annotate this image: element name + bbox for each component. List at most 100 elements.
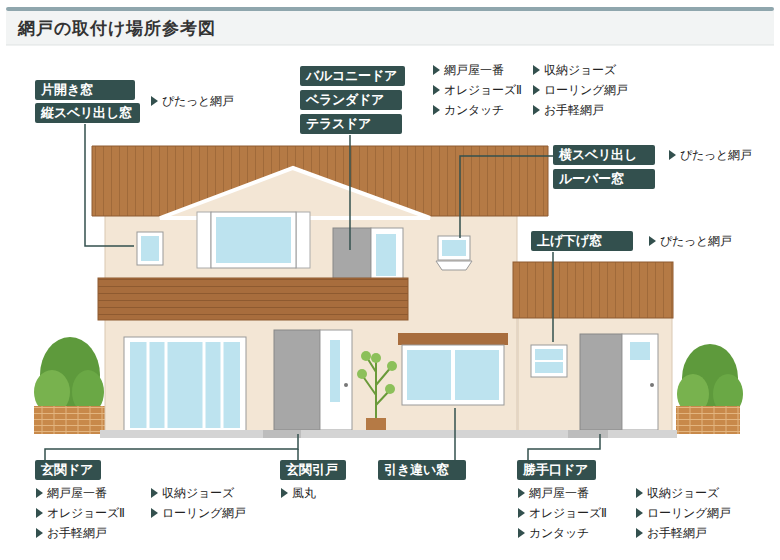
place-name: バルコニードア xyxy=(306,68,397,83)
product-label: ローリング網戸 xyxy=(150,505,246,521)
circle-shape xyxy=(357,369,367,379)
bullet-triangle xyxy=(36,488,43,498)
bullet-triangle xyxy=(533,65,540,75)
product-name: 網戸屋一番 xyxy=(529,486,589,500)
rect-shape xyxy=(622,334,658,430)
rect-shape xyxy=(518,316,672,431)
product-name: 風丸 xyxy=(292,486,316,500)
product-name: ローリング網戸 xyxy=(544,83,628,97)
path-shape xyxy=(528,434,600,460)
path-shape xyxy=(297,449,299,460)
place-name: テラスドア xyxy=(306,116,371,131)
product-label: ぴたっと網戸 xyxy=(668,147,752,163)
product-label: ローリング網戸 xyxy=(635,505,731,521)
circle-shape xyxy=(387,361,397,371)
circle-shape xyxy=(361,351,371,361)
bullet-triangle xyxy=(518,488,525,498)
circle-shape xyxy=(650,383,654,387)
rect-shape xyxy=(535,362,563,373)
rect-shape xyxy=(124,337,246,431)
product-label: 網戸屋一番 xyxy=(35,485,107,501)
rect-shape xyxy=(371,228,403,280)
bullet-triangle xyxy=(518,528,525,538)
leader-lines xyxy=(45,124,600,460)
path-shape xyxy=(460,156,553,238)
product-label: 収納ジョーズ xyxy=(635,485,719,501)
place-name: 玄関ドア xyxy=(41,462,93,477)
rect-shape xyxy=(197,212,211,268)
rect-shape xyxy=(6,7,774,11)
bullet-triangle xyxy=(649,236,656,246)
foundation xyxy=(100,430,677,438)
place-tag: ベランダドア xyxy=(300,90,402,110)
bullet-triangle xyxy=(636,488,643,498)
rect-shape xyxy=(98,278,408,320)
product-name: 網戸屋一番 xyxy=(47,486,107,500)
bullet-triangle xyxy=(636,528,643,538)
place-tag: テラスドア xyxy=(300,114,402,134)
title-bar xyxy=(6,7,774,45)
place-name: ベランダドア xyxy=(306,92,384,107)
product-name: ぴたっと網戸 xyxy=(162,94,234,108)
product-name: ぴたっと網戸 xyxy=(680,148,752,162)
place-tag: ルーバー窓 xyxy=(553,169,655,189)
product-label: お手軽網戸 xyxy=(635,525,707,541)
product-label: ぴたっと網戸 xyxy=(648,233,732,249)
rect-shape xyxy=(137,232,163,265)
path-shape xyxy=(349,135,351,250)
rect-shape xyxy=(6,11,774,45)
product-name: オレジョーズⅡ xyxy=(529,506,607,520)
path-shape xyxy=(454,408,456,460)
product-label: お手軽網戸 xyxy=(35,525,107,541)
rect-shape xyxy=(407,350,451,400)
place-tag: 引き違い窓 xyxy=(378,460,466,480)
product-label: オレジョーズⅡ xyxy=(517,505,607,521)
bullet-triangle xyxy=(151,508,158,518)
place-name: 引き違い窓 xyxy=(384,462,449,477)
bullet-triangle xyxy=(433,85,440,95)
path-shape xyxy=(148,342,222,428)
rect-shape xyxy=(274,330,320,430)
product-name: お手軽網戸 xyxy=(47,526,107,540)
rect-shape xyxy=(438,236,470,260)
rect-shape xyxy=(513,262,673,318)
product-name: ローリング網戸 xyxy=(162,506,246,520)
path-shape xyxy=(45,434,298,460)
place-name: 上げ下げ窓 xyxy=(537,233,602,248)
place-tag: 横スベリ出し xyxy=(553,145,655,165)
rect-shape xyxy=(376,234,396,276)
rect-shape xyxy=(100,430,677,438)
place-tag: 上げ下げ窓 xyxy=(531,231,633,251)
product-label: オレジョーズⅡ xyxy=(35,505,125,521)
product-name: オレジョーズⅡ xyxy=(444,83,522,97)
polygon-shape xyxy=(160,168,430,218)
bullet-triangle xyxy=(518,508,525,518)
product-name: カンタッチ xyxy=(444,103,504,117)
rect-shape xyxy=(130,342,240,428)
place-name: ルーバー窓 xyxy=(559,171,624,186)
rect-shape xyxy=(630,342,650,360)
product-label: 収納ジョーズ xyxy=(532,62,616,78)
rect-shape xyxy=(333,228,371,280)
product-name: 収納ジョーズ xyxy=(647,486,719,500)
page-title: 網戸の取付け場所参考図 xyxy=(18,17,216,40)
product-label: ぴたっと網戸 xyxy=(150,93,234,109)
path-shape xyxy=(552,252,554,342)
place-tag: 片開き窓 xyxy=(35,80,135,100)
product-label: 網戸屋一番 xyxy=(432,62,504,78)
annex xyxy=(513,262,673,431)
polygon-shape xyxy=(436,261,472,270)
bullet-triangle xyxy=(669,150,676,160)
circle-shape xyxy=(344,383,348,387)
rect-shape xyxy=(398,333,508,345)
bullet-triangle xyxy=(36,508,43,518)
rect-shape xyxy=(402,345,504,405)
product-label: カンタッチ xyxy=(432,102,504,118)
product-name: カンタッチ xyxy=(529,526,589,540)
bullet-triangle xyxy=(151,96,158,106)
rect-shape xyxy=(455,350,499,400)
rect-shape xyxy=(211,212,296,268)
circle-shape xyxy=(371,353,381,363)
rect-shape xyxy=(330,340,340,402)
bullet-triangle xyxy=(533,85,540,95)
